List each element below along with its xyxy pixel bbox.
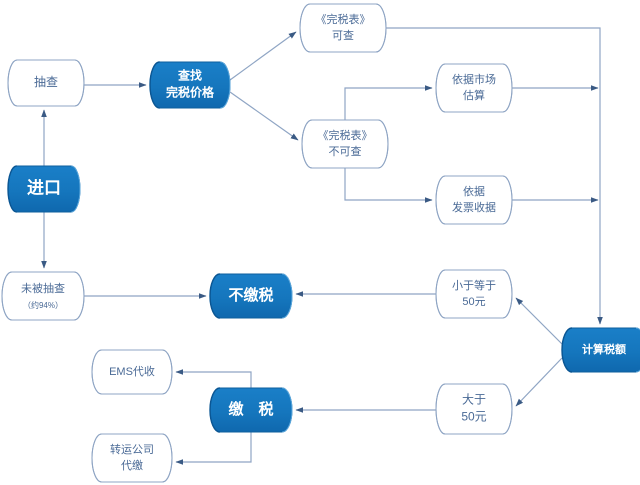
node-cap-right <box>502 269 513 319</box>
node-label: 不缴税 <box>228 286 273 304</box>
node-calc-tax[interactable]: 计算税额 <box>561 327 640 373</box>
node-cap-left <box>209 273 220 319</box>
node-label-line: 《完税表》 <box>316 12 371 26</box>
node-no-tax[interactable]: 不缴税 <box>209 273 293 319</box>
node-label-line: 50元 <box>462 296 485 308</box>
node-cap-right <box>220 61 231 109</box>
connector-e-findprice-unavailable <box>229 91 299 141</box>
node-label-line: 查找 <box>177 68 202 83</box>
node-cap-right <box>74 271 85 321</box>
node-cap-right <box>375 3 387 53</box>
node-cap-left <box>435 383 446 435</box>
node-label-line: 依据市场 <box>452 72 496 86</box>
connector-e-available-trunk <box>386 27 603 325</box>
node-cap-right <box>502 175 513 225</box>
node-label-line: 《完税表》 <box>318 128 373 142</box>
connector-e-paytax-ems <box>175 369 252 388</box>
node-cap-right <box>282 387 293 433</box>
node-cap-left <box>435 63 446 113</box>
node-label: 抽查 <box>34 75 58 89</box>
connector-e-calc-gt50 <box>515 357 563 407</box>
connector-e-unavailable-invoice <box>344 168 433 203</box>
node-label-line: 可查 <box>332 28 354 42</box>
node-cap-right <box>162 433 173 483</box>
node-shape <box>435 269 513 319</box>
node-cap-right <box>502 383 513 435</box>
node-cap-left <box>7 59 18 107</box>
node-gt-50[interactable]: 大于 50元 <box>435 383 513 435</box>
node-label-line: 小于等于 <box>452 278 496 292</box>
node-table-unavailable[interactable]: 《完税表》不可查 <box>301 119 389 169</box>
node-shape <box>435 63 513 113</box>
node-label-line: 50元 <box>461 410 486 424</box>
connector-e-findprice-available <box>229 31 297 81</box>
node-cap-left <box>301 119 313 169</box>
node-cap-right <box>71 165 81 213</box>
node-label-line: 不可查 <box>329 144 362 158</box>
node-cap-left <box>7 165 17 213</box>
node-label-line: 依据 <box>463 184 485 198</box>
node-label-line: 大于 <box>462 393 486 407</box>
node-layer: 进口抽查未被抽查（约94%）查找完税价格《完税表》可查《完税表》不可查依据市场估… <box>1 3 640 483</box>
node-le-50[interactable]: 小于等于 50元 <box>435 269 513 319</box>
node-label: 缴 税 <box>228 400 273 418</box>
connector-e-calc-le50 <box>515 297 563 345</box>
node-label-line: 代缴 <box>121 458 143 472</box>
node-cap-left <box>149 61 160 109</box>
node-cap-right <box>502 63 513 113</box>
node-label: 计算税额 <box>582 342 626 356</box>
node-shape <box>301 119 389 169</box>
node-not-inspected[interactable]: 未被抽查 （约94%） <box>1 271 85 321</box>
node-cap-right <box>162 349 173 395</box>
node-shape <box>435 175 513 225</box>
node-cap-left <box>91 349 102 395</box>
node-cap-right <box>282 273 293 319</box>
node-label: EMS代收 <box>109 364 155 378</box>
connector-e-paytax-forwarder <box>175 432 252 465</box>
node-ems-collect[interactable]: EMS代收 <box>91 349 173 395</box>
node-pay-tax[interactable]: 缴 税 <box>209 387 293 433</box>
node-label-line: 估算 <box>463 88 485 102</box>
node-cap-left <box>1 271 12 321</box>
node-cap-left <box>209 387 220 433</box>
node-cap-left <box>91 433 102 483</box>
node-cap-left <box>299 3 311 53</box>
node-cap-left <box>561 327 573 373</box>
node-sublabel: （约94%） <box>23 300 63 310</box>
node-table-available[interactable]: 《完税表》可查 <box>299 3 387 53</box>
node-shape <box>91 433 173 483</box>
node-cap-left <box>435 175 446 225</box>
node-label-line: 完税价格 <box>166 85 215 100</box>
connector-layer <box>41 27 603 465</box>
node-shape <box>299 3 387 53</box>
node-cap-right <box>377 119 389 169</box>
node-label: 进口 <box>27 178 61 197</box>
node-cap-left <box>435 269 446 319</box>
node-label-line: 转运公司 <box>110 442 154 456</box>
node-cap-right <box>74 59 85 107</box>
node-shape <box>1 271 85 321</box>
node-label: 未被抽查 <box>21 281 65 295</box>
node-inspect[interactable]: 抽查 <box>7 59 85 107</box>
node-label-line: 发票收据 <box>452 200 496 214</box>
node-import[interactable]: 进口 <box>7 165 81 213</box>
